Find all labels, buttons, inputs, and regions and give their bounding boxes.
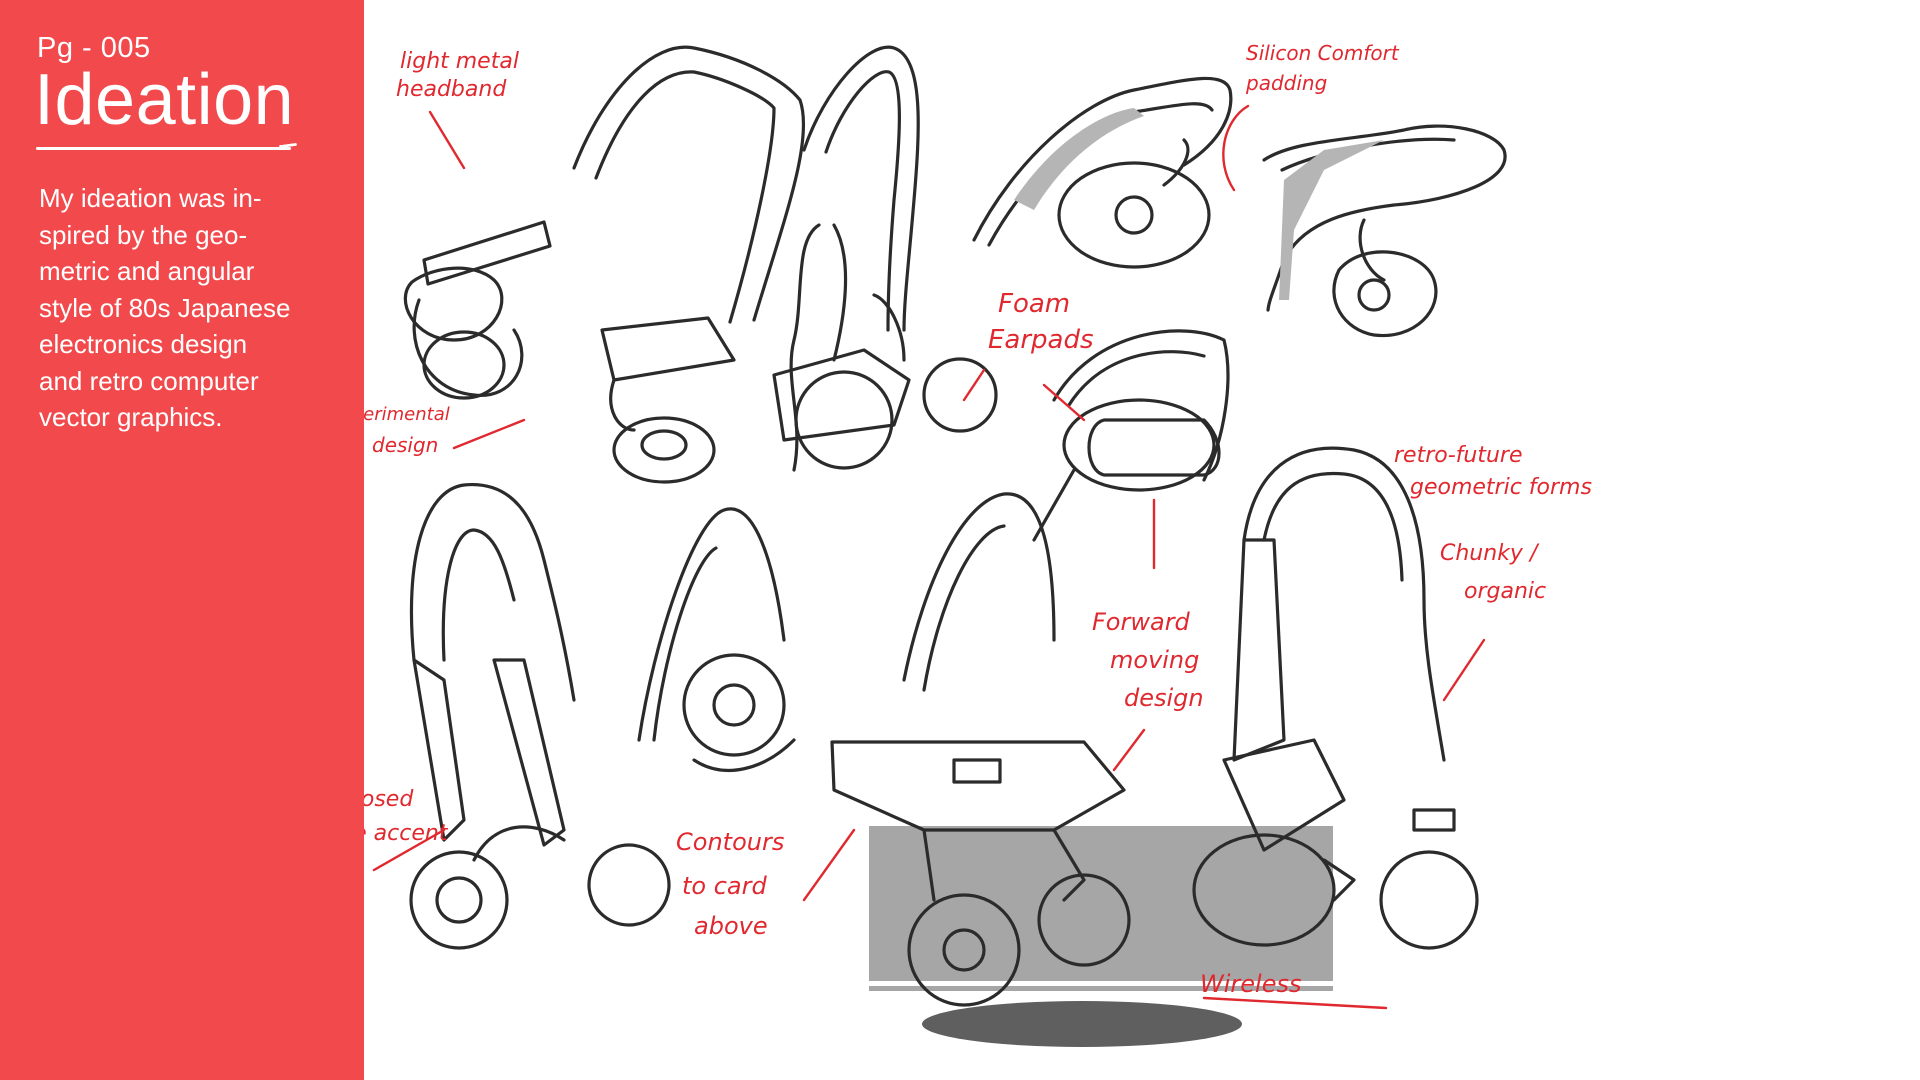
sketch-headphone-4: [1262, 124, 1507, 338]
sketch-headphone-7: [637, 507, 796, 772]
note-line: wire accent: [364, 821, 449, 846]
note-line: design: [372, 433, 438, 457]
note-line: moving: [1110, 646, 1199, 674]
annotation-chunky: Chunky / organic: [1440, 541, 1546, 702]
note-line: experimental: [364, 404, 450, 425]
annotation-foam: Foam Earpads: [962, 289, 1094, 422]
note-line: Wireless: [1200, 970, 1301, 998]
sketch-headphone-1: [403, 45, 806, 484]
note-line: Contours: [676, 828, 784, 856]
note-line: Silicon Comfort: [1246, 41, 1400, 65]
note-line: above: [694, 912, 768, 940]
sketch-headphone-9: [1192, 446, 1479, 950]
note-line: geometric forms: [1410, 475, 1592, 500]
sketch-canvas: light metal headband experimental design…: [364, 0, 1920, 1080]
note-line: headband: [396, 77, 507, 102]
annotation-light-metal: light metal headband: [396, 49, 519, 170]
grey-card-edge: [869, 986, 1333, 991]
annotation-forward: Forward moving design: [1092, 498, 1204, 772]
page-title: Ideation: [34, 60, 295, 140]
sketch-headphone-2: [772, 45, 998, 472]
note-line: Forward: [1092, 608, 1191, 636]
sketch-headphone-8: [830, 492, 1131, 1007]
annotation-silicon: Silicon Comfort padding: [1222, 41, 1400, 192]
note-line: organic: [1464, 579, 1546, 604]
annotation-exposed: Exposed wire accent: [364, 787, 449, 872]
title-underline: [36, 147, 291, 150]
grey-card: [869, 826, 1333, 981]
annotation-contours: Contours to card above: [676, 828, 856, 940]
note-line: Foam: [998, 289, 1070, 319]
note-line: padding: [1245, 71, 1327, 95]
note-line: Earpads: [988, 325, 1094, 355]
note-line: to card: [682, 872, 767, 900]
headphone-sketch-board: light metal headband experimental design…: [364, 41, 1592, 1047]
sketch-headphone-6: [409, 483, 671, 950]
page-number: Pg - 005: [37, 32, 151, 64]
annotation-retro-future: retro-future geometric forms: [1394, 443, 1592, 500]
note-line: design: [1124, 684, 1204, 712]
annotation-wireless: Wireless: [1200, 970, 1388, 1010]
title-panel: Pg - 005 Ideation My ideation was in- sp…: [0, 0, 364, 1080]
note-line: Chunky /: [1440, 541, 1540, 566]
note-line: retro-future: [1394, 443, 1523, 468]
annotation-experimental: experimental design: [364, 404, 526, 457]
sketch-headphone-3: [972, 76, 1233, 269]
note-line: light metal: [400, 49, 519, 74]
drop-shadow: [922, 1001, 1242, 1047]
note-line: Exposed: [364, 787, 414, 812]
intro-paragraph: My ideation was in- spired by the geo- m…: [39, 183, 291, 432]
sketch-headphone-5: [1032, 329, 1230, 542]
